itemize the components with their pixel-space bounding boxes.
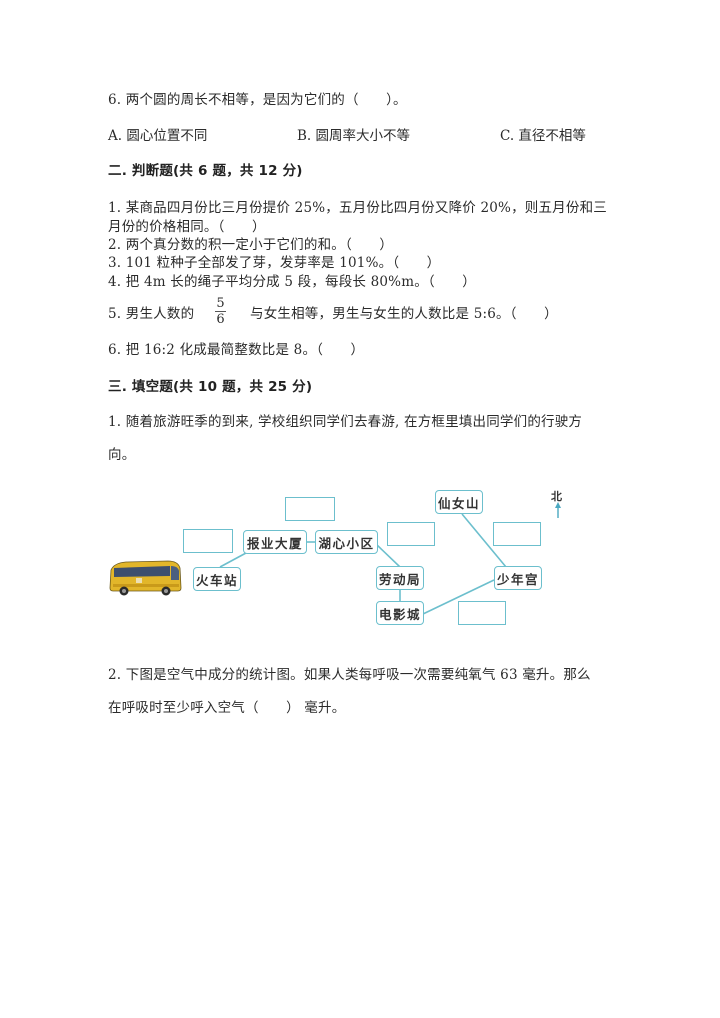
option-a[interactable]: A. 圆心位置不同 [108,128,208,144]
judge-item-4: 4. 把 4m 长的绳子平均分成 5 段，每段长 80%m。（ ） [108,274,476,290]
fill-q1-line2: 向。 [108,447,136,463]
judge-item-1-line2: 月份的价格相同。（ ） [108,219,266,235]
node-cinema: 电影城 [376,601,424,625]
fraction-five-sixths: 5 6 [215,297,226,326]
judge-item-6: 6. 把 16:2 化成最简整数比是 8。（ ） [108,342,365,358]
node-youth-palace: 少年宫 [494,566,542,590]
bus-icon [109,560,182,596]
node-lake-heart-district: 湖心小区 [315,530,378,554]
node-labor-bureau: 劳动局 [376,566,424,590]
node-fairy-mountain: 仙女山 [435,490,483,514]
question-6-stem: 6. 两个圆的周长不相等，是因为它们的（ ）。 [108,92,407,108]
judge-item-5-suffix: 与女生相等，男生与女生的人数比是 5:6。（ ） [250,306,558,322]
judge-item-5-prefix: 5. 男生人数的 [108,306,195,322]
judge-item-3: 3. 101 粒种子全部发了芽，发芽率是 101%。（ ） [108,255,441,271]
fill-q2-line2: 在呼吸时至少呼入空气（ ） 毫升。 [108,700,346,716]
answer-box-4[interactable] [493,522,541,546]
answer-box-5[interactable] [458,601,506,625]
answer-box-3[interactable] [387,522,435,546]
answer-box-1[interactable] [183,529,233,553]
north-label: 北 [551,490,562,503]
judge-item-1-line1: 1. 某商品四月份比三月份提价 25%，五月份比四月份又降价 20%，则五月份和… [108,200,607,216]
section-2-heading: 二. 判断题(共 6 题，共 12 分) [108,163,303,179]
fill-q2-line1: 2. 下图是空气中成分的统计图。如果人类每呼吸一次需要纯氧气 63 毫升。那么 [108,667,591,683]
north-arrow-icon [555,502,561,518]
fraction-denominator: 6 [216,312,225,327]
answer-box-2[interactable] [285,497,335,521]
node-train-station: 火车站 [193,567,241,591]
option-c[interactable]: C. 直径不相等 [500,128,586,144]
judge-item-2: 2. 两个真分数的积一定小于它们的和。（ ） [108,237,394,253]
option-b[interactable]: B. 圆周率大小不等 [297,128,411,144]
fraction-bar [215,311,226,312]
fraction-numerator: 5 [216,296,225,311]
node-newspaper-building: 报业大厦 [243,530,307,554]
fill-q1-line1: 1. 随着旅游旺季的到来, 学校组织同学们去春游, 在方框里填出同学们的行驶方 [108,414,583,430]
section-3-heading: 三. 填空题(共 10 题，共 25 分) [108,379,313,395]
